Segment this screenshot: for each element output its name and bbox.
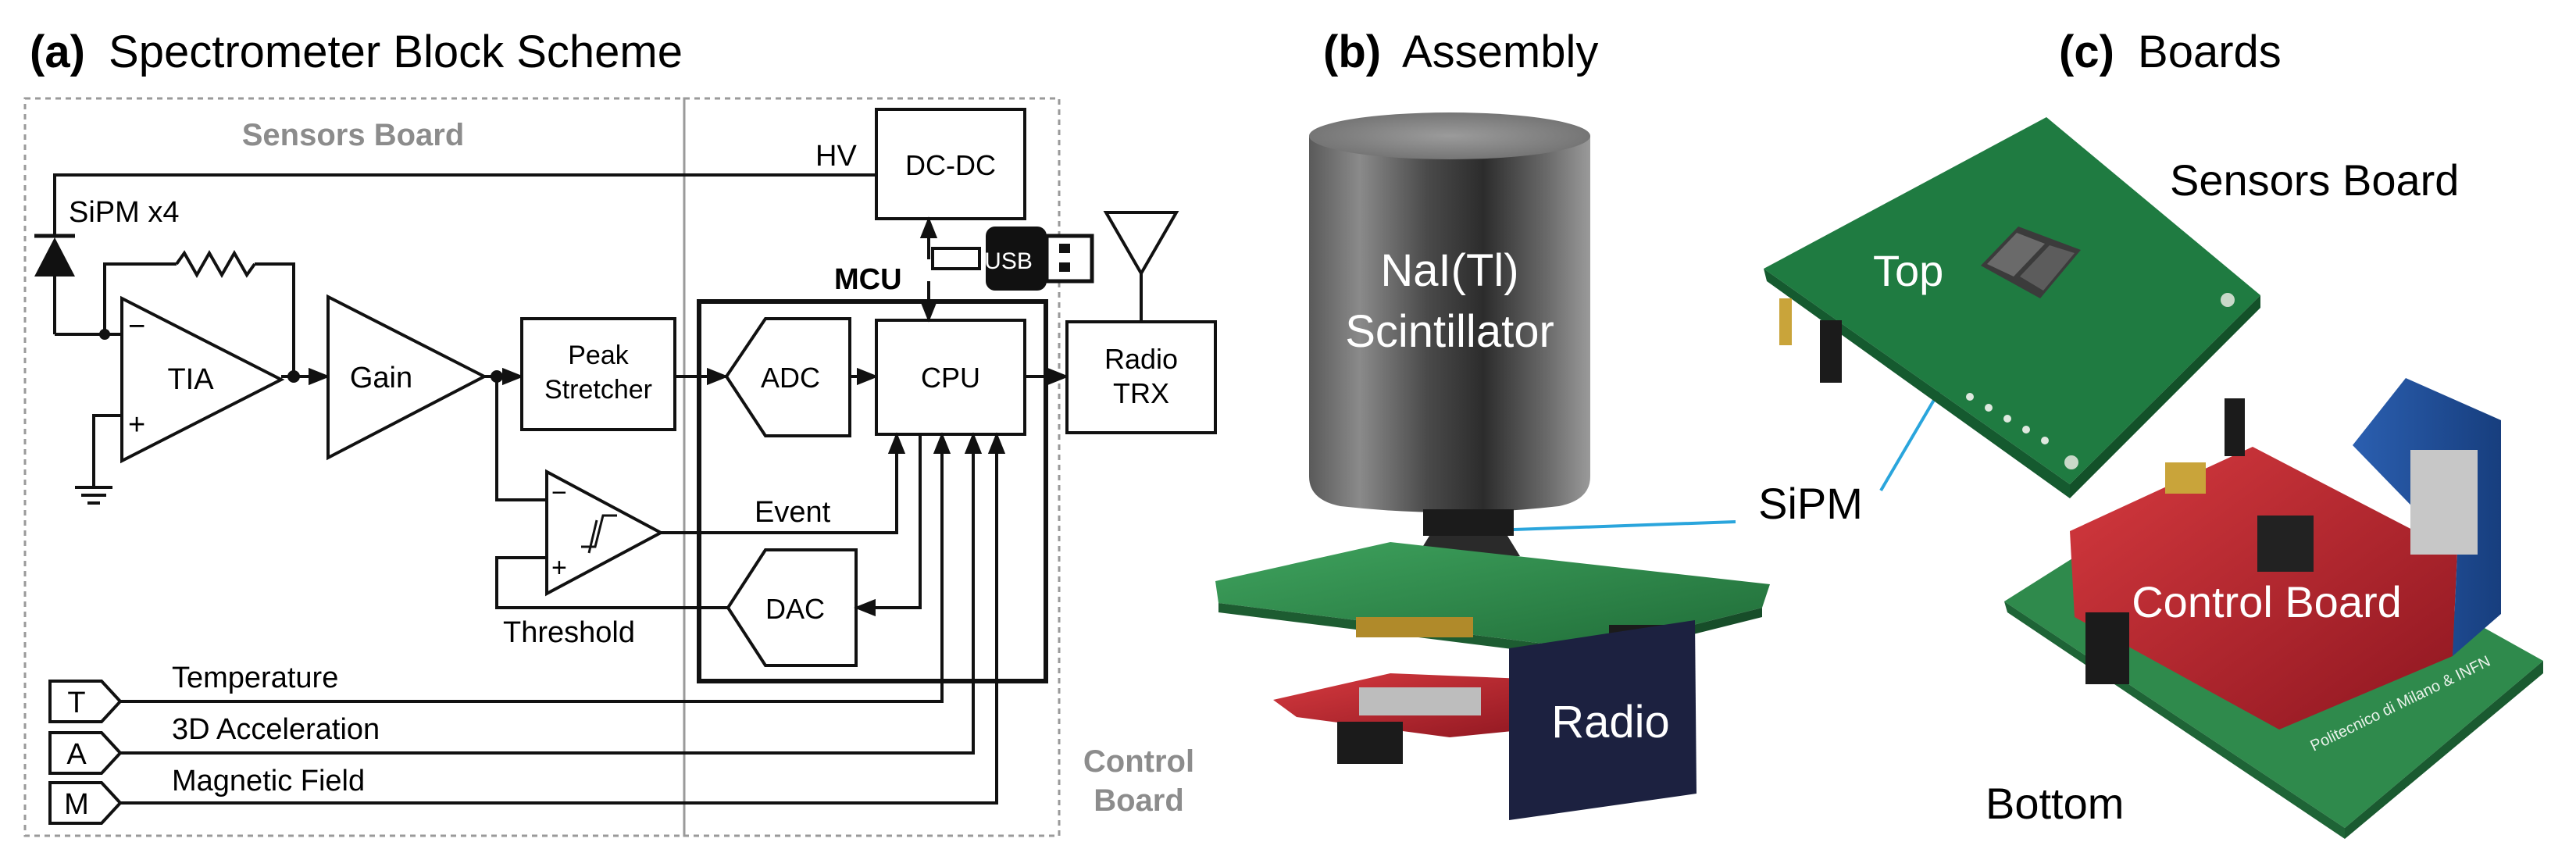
radio-label: Radio: [1551, 697, 1670, 747]
scintillator-label-2: Scintillator: [1345, 306, 1554, 357]
dac-block: [726, 548, 858, 667]
sensor-magnetic-field: M Magnetic Field: [48, 432, 1006, 825]
sipm-array: [1981, 227, 2081, 298]
cpu-label: CPU: [921, 362, 980, 394]
threshold-label: Threshold: [503, 616, 635, 649]
control-board-label-1: Control: [1083, 744, 1194, 779]
hv-line: [53, 173, 876, 177]
mcu-box: [697, 299, 1048, 683]
gain-amplifier: [326, 294, 488, 461]
panel-a: (a) Spectrometer Block Scheme Sensors Bo…: [23, 27, 1217, 837]
hv-label: HV: [815, 140, 857, 173]
tia-ground-wire: [92, 414, 122, 487]
control-board-region: [683, 97, 1061, 837]
sensors-board-render: [1215, 542, 1770, 650]
magnetic-label: Magnetic Field: [172, 765, 365, 797]
hysteresis-icon: [581, 514, 617, 548]
comparator-plus: +: [551, 553, 567, 583]
tia-plus: +: [128, 409, 145, 441]
usb-label: USB: [984, 248, 1033, 274]
tia-label: TIA: [167, 363, 214, 396]
scintillator-label-1: NaI(Tl): [1380, 245, 1518, 296]
temperature-tag-shape: [48, 680, 123, 723]
panel-b-tag: (b): [1323, 27, 1381, 77]
panel-a-title-text: Spectrometer Block Scheme: [109, 27, 683, 77]
mcu-label: MCU: [834, 263, 902, 296]
sipm-callout-label: SiPM: [1758, 479, 1863, 528]
panel-c: (c) Boards Sensors Board Top: [1764, 27, 2543, 839]
peak-stretcher-label-1: Peak: [568, 341, 629, 370]
panel-c-title: (c) Boards: [2059, 27, 2282, 77]
usb-connector: [931, 227, 1094, 291]
control-board-label-2: Board: [1094, 783, 1184, 818]
sensor-acceleration: A 3D Acceleration: [48, 432, 983, 775]
tia-minus: −: [128, 310, 145, 343]
panel-a-title: (a) Spectrometer Block Scheme: [30, 27, 683, 77]
cpu-dac-line: [854, 434, 922, 617]
adc-label: ADC: [761, 362, 820, 394]
magnetic-tag: M: [64, 788, 89, 821]
acceleration-label: 3D Acceleration: [172, 713, 380, 746]
panel-c-title-text: Boards: [2138, 27, 2282, 77]
bottom-label: Bottom: [1986, 779, 2124, 828]
sensor-temperature: T Temperature: [48, 432, 951, 723]
radio-trx-block: [1065, 320, 1217, 434]
panel-a-tag: (a): [30, 27, 85, 77]
sensors-board-region: [23, 97, 686, 837]
event-line: [661, 432, 906, 534]
ground-icon: [75, 486, 112, 505]
tia-opamp: [120, 295, 285, 464]
event-label: Event: [755, 496, 831, 529]
antenna-icon: [1103, 211, 1179, 322]
sensors-board-label: Sensors Board: [242, 118, 465, 152]
dcdc-block: [875, 108, 1026, 220]
sensors-board-photo: [1764, 117, 2260, 498]
sipm-diode: [34, 175, 75, 334]
panel-b-title: (b) Assembly: [1323, 27, 1598, 77]
control-board-photo-label: Control Board: [2132, 577, 2402, 626]
threshold-line: [495, 556, 728, 609]
adc-block: [724, 317, 851, 437]
radio-module: [1509, 620, 1697, 820]
peak-stretcher-block: [520, 317, 676, 431]
panel-b-title-text: Assembly: [1402, 27, 1598, 77]
temperature-label: Temperature: [172, 662, 338, 694]
dcdc-label: DC-DC: [905, 149, 996, 181]
panel-c-tag: (c): [2059, 27, 2114, 77]
dac-label: DAC: [765, 593, 825, 625]
comparator: [545, 469, 665, 597]
radio-trx-label-1: Radio: [1104, 343, 1178, 375]
scintillator-cylinder: [1309, 112, 1590, 512]
temperature-tag: T: [67, 687, 85, 719]
comparator-minus: −: [551, 478, 567, 508]
top-label: Top: [1873, 246, 1943, 295]
sipm-label: SiPM x4: [69, 196, 179, 229]
acceleration-tag: A: [66, 738, 87, 771]
control-board-photo: Politecnico di Milano & INFN: [2004, 378, 2543, 839]
magnetic-tag-shape: [48, 781, 123, 825]
tia-feedback: [55, 249, 295, 376]
panel-b: (b) Assembly NaI(Tl) Scintillator Radio: [1215, 27, 1770, 820]
gain-label: Gain: [350, 362, 412, 394]
acceleration-tag-shape: [48, 731, 123, 775]
peak-stretcher-label-2: Stretcher: [544, 375, 652, 405]
sensors-board-photo-label: Sensors Board: [2170, 155, 2459, 205]
radio-trx-label-2: TRX: [1113, 377, 1169, 409]
